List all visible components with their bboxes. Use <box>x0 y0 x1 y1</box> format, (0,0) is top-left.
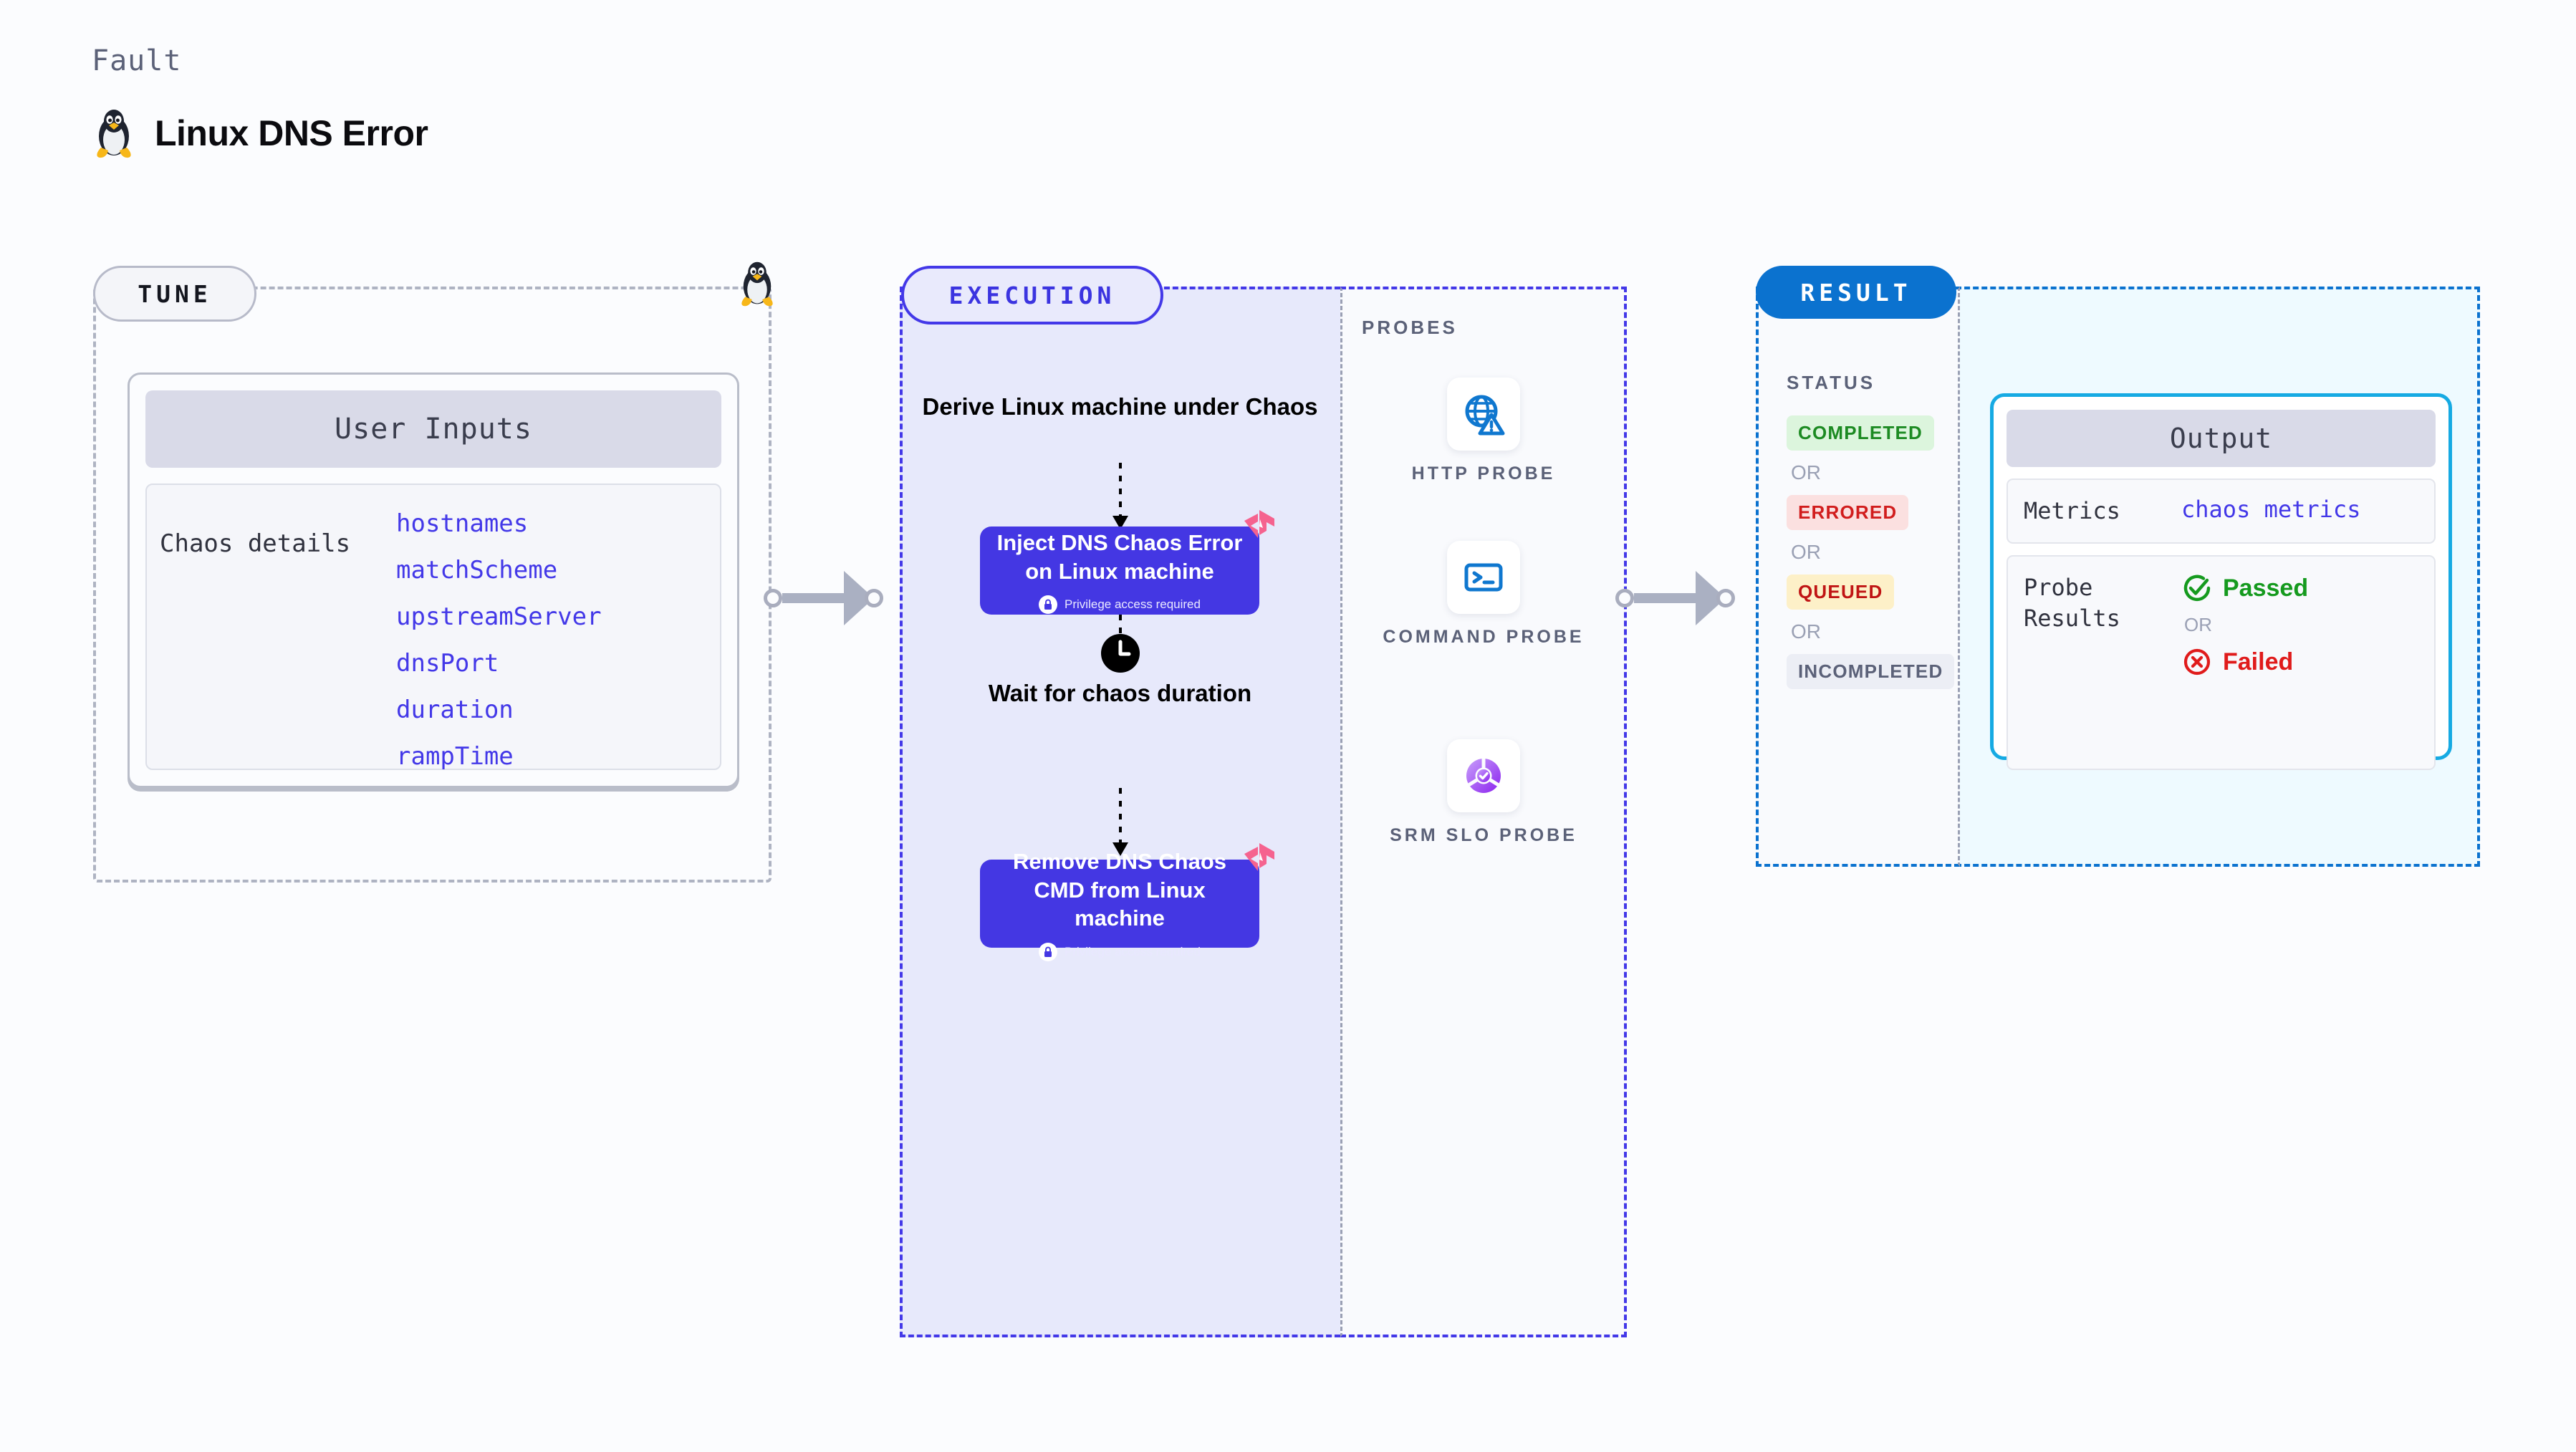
terminal-icon <box>1447 541 1520 614</box>
probe-result-passed-label: Passed <box>2223 574 2309 602</box>
connector-tune-to-execution <box>764 571 883 625</box>
user-inputs-header: User Inputs <box>145 390 721 468</box>
chaos-input-hostnames[interactable]: hostnames <box>396 509 529 538</box>
output-card: Output Metrics chaos metrics Probe Resul… <box>1990 393 2452 771</box>
probes-title: PROBES <box>1362 317 1458 338</box>
derive-step-label: Derive Linux machine under Chaos <box>922 393 1318 420</box>
srm-slo-donut-check-icon <box>1447 739 1520 812</box>
status-badge-errored: ERRORED <box>1787 495 1909 530</box>
globe-warning-icon <box>1447 378 1520 451</box>
connector-end-dot <box>1716 589 1735 607</box>
probe-result-failed-label: Failed <box>2223 648 2294 675</box>
output-metrics-row: Metrics chaos metrics <box>2007 479 2436 544</box>
status-or-2: OR <box>1791 541 1821 563</box>
status-list: COMPLETED OR ERRORED OR QUEUED OR INCOMP… <box>1787 415 1966 689</box>
execution-step-remove[interactable]: Remove DNS Chaos CMD from Linux machine … <box>980 843 1274 962</box>
flow-arrowhead-3 <box>1112 842 1128 856</box>
status-badge-incompleted: INCOMPLETED <box>1787 654 1955 689</box>
chaos-details-label: Chaos details <box>160 529 351 558</box>
connector-probes-to-result <box>1615 571 1735 625</box>
lock-icon <box>1039 943 1058 962</box>
linux-penguin-icon <box>736 260 778 311</box>
lock-icon <box>1039 595 1058 615</box>
wait-clock-icon <box>900 633 1340 677</box>
status-title: STATUS <box>1787 372 1876 393</box>
output-header: Output <box>2007 410 2436 467</box>
connector-line <box>782 593 845 603</box>
chaos-input-ramptime[interactable]: rampTime <box>396 742 514 771</box>
privilege-note-2: Privilege access required <box>1039 943 1201 962</box>
eyebrow-label: Fault <box>92 44 182 77</box>
connector-start-dot <box>764 589 782 607</box>
connector-end-dot <box>865 589 883 607</box>
privilege-note-1-text: Privilege access required <box>1064 597 1201 612</box>
probe-item-command[interactable]: COMMAND PROBE <box>1340 541 1627 649</box>
litmus-chaos-icon <box>1241 840 1278 880</box>
status-or-3: OR <box>1791 620 1821 643</box>
tune-pill[interactable]: TUNE <box>93 266 256 322</box>
execution-pill[interactable]: EXECUTION <box>901 266 1163 324</box>
chaos-details-values: hostnames matchScheme upstreamServer dns… <box>396 509 602 771</box>
litmus-chaos-icon <box>1241 506 1278 547</box>
privilege-note-1: Privilege access required <box>1039 595 1201 615</box>
flow-arrowhead-1 <box>1112 516 1128 529</box>
user-inputs-card: User Inputs Chaos details hostnames matc… <box>128 372 739 788</box>
probe-item-http[interactable]: HTTP PROBE <box>1340 378 1627 486</box>
probe-result-passed: Passed <box>2181 572 2308 604</box>
check-circle-icon <box>2183 574 2211 602</box>
flow-dashed-line-1 <box>1119 463 1122 519</box>
output-probe-results-key: Probe Results <box>2024 574 2120 633</box>
privilege-note-2-text: Privilege access required <box>1064 945 1201 959</box>
tune-panel <box>93 287 772 883</box>
probe-item-command-label: COMMAND PROBE <box>1383 627 1585 647</box>
output-probe-results-row: Probe Results Passed OR Failed <box>2007 555 2436 771</box>
status-or-1: OR <box>1791 461 1821 484</box>
status-badge-queued: QUEUED <box>1787 574 1895 610</box>
chaos-input-upstreamserver[interactable]: upstreamServer <box>396 602 602 631</box>
result-pill[interactable]: RESULT <box>1756 266 1956 319</box>
chaos-details-row: Chaos details hostnames matchScheme upst… <box>145 484 721 771</box>
output-metrics-key: Metrics <box>2024 497 2120 524</box>
chaos-input-duration[interactable]: duration <box>396 696 514 724</box>
probe-result-failed: Failed <box>2181 646 2308 678</box>
status-badge-completed: COMPLETED <box>1787 415 1935 451</box>
flow-dashed-line-3 <box>1119 788 1122 844</box>
output-metrics-value[interactable]: chaos metrics <box>2181 496 2361 523</box>
wait-step-label: Wait for chaos duration <box>988 680 1252 706</box>
output-probe-results-values: Passed OR Failed <box>2181 572 2308 678</box>
probe-item-srm-slo-label: SRM SLO PROBE <box>1390 825 1577 845</box>
probe-result-or: OR <box>2184 614 2212 636</box>
page-title: Linux DNS Error <box>155 113 428 153</box>
probe-item-srm-slo[interactable]: SRM SLO PROBE <box>1340 739 1627 847</box>
linux-penguin-icon <box>92 107 136 159</box>
probe-item-http-label: HTTP PROBE <box>1411 463 1556 484</box>
chaos-input-dnsport[interactable]: dnsPort <box>396 649 499 678</box>
connector-start-dot <box>1615 589 1634 607</box>
execution-step-inject[interactable]: Inject DNS Chaos Error on Linux machine … <box>980 510 1274 615</box>
execution-step-inject-title: Inject DNS Chaos Error on Linux machine <box>996 529 1243 584</box>
page-title-row: Linux DNS Error <box>92 107 428 159</box>
x-circle-icon <box>2183 649 2211 675</box>
chaos-input-matchscheme[interactable]: matchScheme <box>396 556 558 585</box>
execution-content: Derive Linux machine under Chaos Inject … <box>900 287 1340 1337</box>
execution-step-remove-title: Remove DNS Chaos CMD from Linux machine <box>1012 849 1227 931</box>
connector-line <box>1634 593 1697 603</box>
page-header: Fault Linux DNS Error <box>92 44 428 159</box>
